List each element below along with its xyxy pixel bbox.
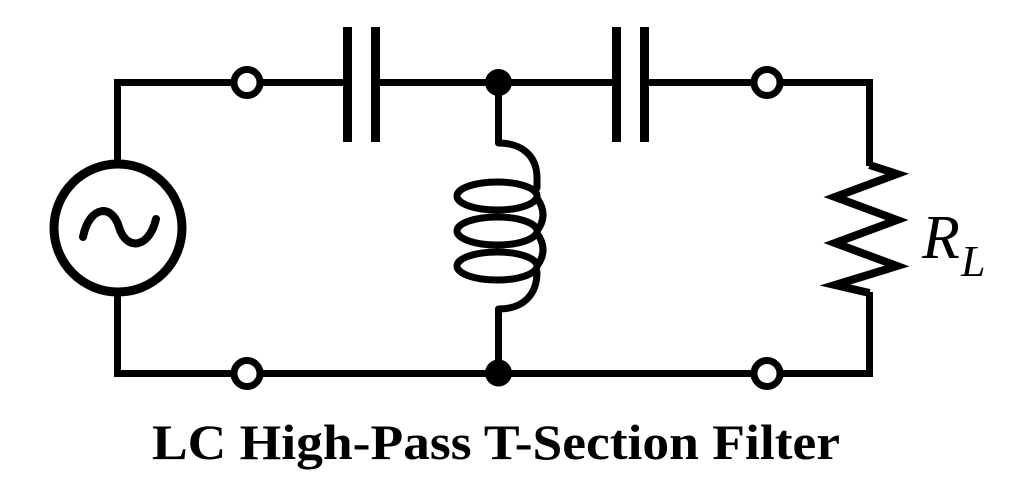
coil-loop-1 [453,178,541,214]
resistor-icon [819,161,910,297]
coil-bottom-hook [495,268,541,313]
terminal-bottom-right-icon [750,357,784,390]
coil-loop-3 [453,248,541,284]
capacitor-c1-icon [343,27,380,142]
terminal-top-right-icon [750,66,784,99]
capacitor-c2-icon [612,27,649,142]
ac-voltage-source-icon [49,159,187,297]
terminal-bottom-left-icon [230,357,264,390]
junction-dot-bottom-icon [485,359,512,387]
load-resistor-label-subscript: L [960,237,985,286]
junction-dot-top-icon [485,69,512,96]
wire-top-right [645,79,873,166]
figure-title: LC High-Pass T-Section Filter [152,414,840,470]
wires [114,79,873,377]
sine-wave-icon [79,207,160,248]
load-resistor-label: R L [921,204,985,286]
wire-top-left [114,79,347,165]
load-resistor-label-main: R [921,204,960,272]
coil-top-hook [495,139,541,192]
coil-loop-2 [453,213,541,249]
terminal-top-left-icon [230,66,264,99]
inductor-coil-icon [453,139,547,313]
